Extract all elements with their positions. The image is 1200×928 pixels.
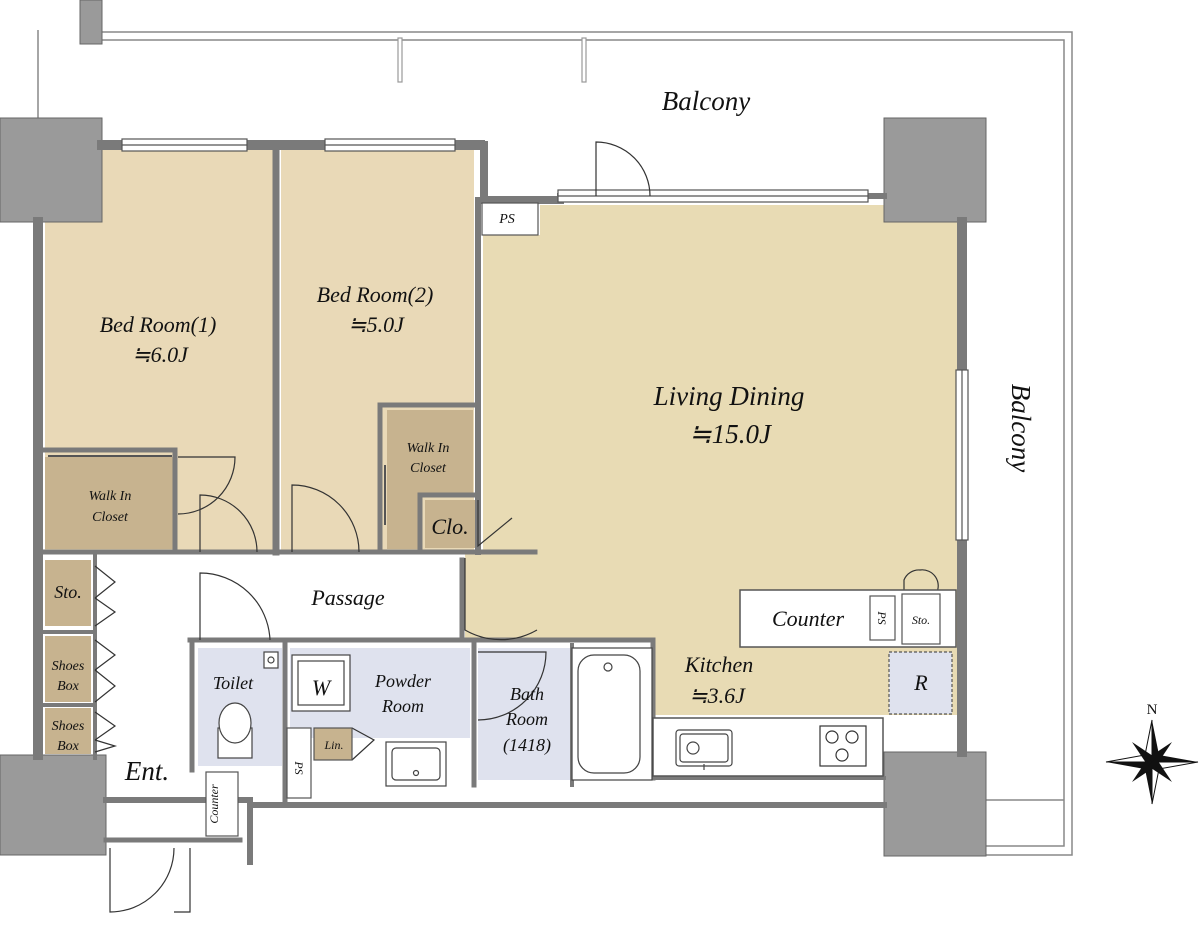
living-floor <box>465 205 957 715</box>
bath-label-line1: Bath <box>510 684 544 704</box>
bedroom2-size: ≒5.0J <box>348 312 405 337</box>
powder-label-line1: Powder <box>374 671 432 691</box>
windows <box>121 138 969 541</box>
doors <box>94 141 939 913</box>
washer-label: W <box>312 675 332 700</box>
kitchen-name: Kitchen <box>684 652 753 677</box>
storage-kitchen-label: Sto. <box>912 613 930 627</box>
shoes1-label-line2: Box <box>57 679 80 694</box>
shoes2-label-line2: Box <box>57 739 80 754</box>
linen-label: Lin. <box>323 738 343 752</box>
wic2-floor <box>387 410 473 493</box>
wic1-floor <box>45 457 173 549</box>
ps-top-box <box>481 202 539 236</box>
living-size: ≒15.0J <box>689 419 773 449</box>
counter-kitchen-label: Counter <box>772 606 845 631</box>
ps-kitchen-label: PS <box>875 610 889 624</box>
kitchen-size: ≒3.6J <box>689 683 746 708</box>
walls <box>33 140 967 865</box>
entrance-label: Ent. <box>124 756 169 786</box>
storage-left-floor <box>45 560 91 626</box>
compass-icon: N <box>1105 702 1199 805</box>
entry-counter-box <box>205 771 239 837</box>
counter-entry-label: Counter <box>207 784 221 824</box>
bath-label-line3: (1418) <box>503 735 551 756</box>
sliding-doors <box>48 455 386 525</box>
balcony-right-label: Balcony <box>1006 384 1036 472</box>
storage-left-label: Sto. <box>54 582 82 602</box>
structural-pillars <box>0 0 987 857</box>
fridge-box <box>888 651 953 715</box>
wic2-floor-lower <box>387 493 420 549</box>
closet-floor <box>425 500 475 548</box>
kitchen-storage-box <box>901 593 941 645</box>
ps-powder-box <box>286 727 312 799</box>
shoes2-label-line1: Shoes <box>52 719 85 734</box>
kitchen-counter <box>739 589 957 648</box>
bedroom2-name: Bed Room(2) <box>317 282 434 307</box>
wic2-label-line2: Closet <box>410 461 447 476</box>
washbasin-icon <box>385 741 447 787</box>
fridge-label: R <box>913 670 928 695</box>
bathtub-icon <box>571 647 653 781</box>
shoes1-floor <box>45 636 91 702</box>
compass-north-label: N <box>1147 702 1158 718</box>
shoes2-floor <box>45 708 91 754</box>
bedroom1-name: Bed Room(1) <box>100 312 217 337</box>
living-name: Living Dining <box>653 381 805 411</box>
ps-powder-label: PS <box>292 760 306 774</box>
bedroom1-size: ≒6.0J <box>132 342 189 367</box>
bath-floor <box>478 648 572 780</box>
closet-label: Clo. <box>431 514 468 539</box>
linen-floor <box>314 728 352 760</box>
bath-label-line2: Room <box>505 709 548 729</box>
passage-label: Passage <box>310 585 385 610</box>
washer-icon <box>291 654 351 712</box>
shoes1-label-line1: Shoes <box>52 659 85 674</box>
toilet-label: Toilet <box>213 673 254 693</box>
stove-icon <box>819 725 867 767</box>
wic1-label-line1: Walk In <box>89 489 132 504</box>
balcony-top-label: Balcony <box>662 86 750 116</box>
balcony-railing-posts <box>397 37 587 83</box>
wic1-label-line2: Closet <box>92 510 129 525</box>
powder-label-line2: Room <box>381 696 424 716</box>
ps-kitchen-box <box>869 595 896 641</box>
ps-top-label: PS <box>498 212 515 227</box>
linen-box <box>313 727 353 761</box>
sink-icon <box>675 729 733 770</box>
toilet-icon <box>217 651 279 759</box>
wic2-label-line1: Walk In <box>407 441 450 456</box>
